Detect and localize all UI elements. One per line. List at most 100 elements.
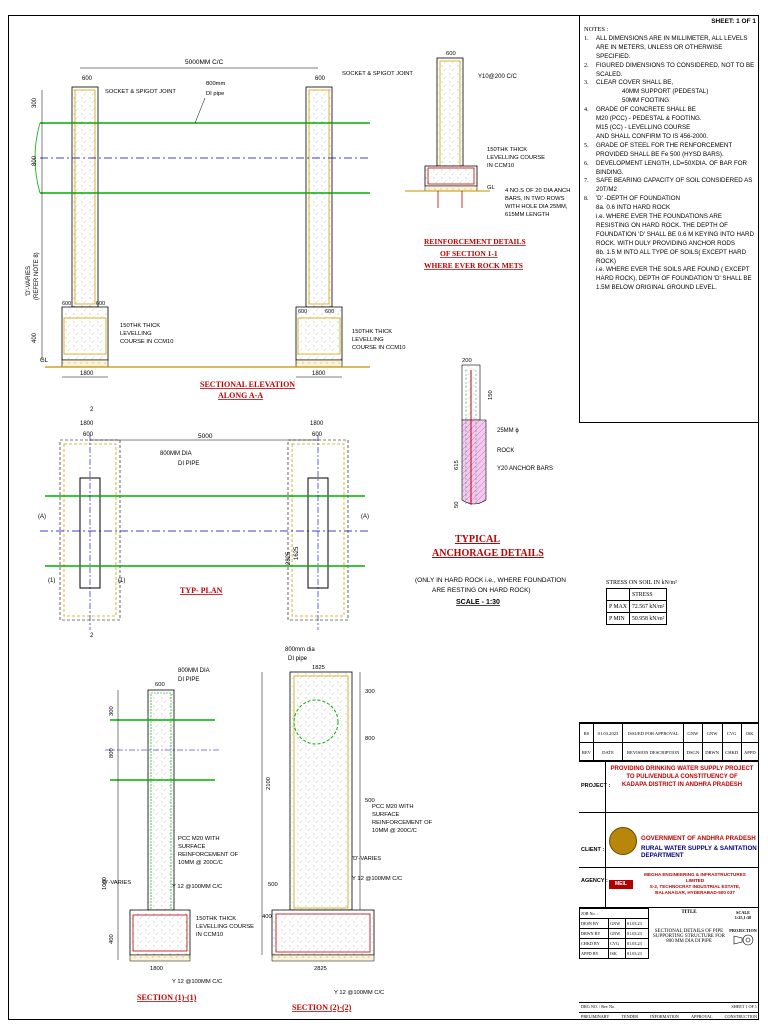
note-number	[584, 204, 596, 213]
divider	[605, 761, 606, 812]
rev-cell: REV	[579, 742, 594, 762]
rev-cell: CHKD	[721, 742, 742, 762]
note-item: 6.DEVELOPMENT LENGTH, LD=50XDIA. OF BAR …	[584, 160, 755, 178]
note-text: 8b. 1.5 M INTO ALL TYPE OF SOILS( EXCEPT…	[596, 248, 747, 265]
tb-cell: CHKD BY	[578, 938, 610, 949]
project-label: PROJECT :	[581, 783, 611, 789]
note-number	[584, 213, 596, 249]
svg-text:Y 12 @100MM C/C: Y 12 @100MM C/C	[334, 990, 384, 996]
svg-text:1625: 1625	[294, 546, 300, 560]
svg-text:1800: 1800	[150, 966, 163, 972]
note-text: FIGURED DIMENSIONS TO CONSIDERED, NOT TO…	[596, 61, 755, 78]
title-label: TITLE	[681, 910, 697, 915]
svg-text:600: 600	[83, 432, 94, 438]
typ-plan: 5000 1800 600 1800 600 800MM DIA DI PIPE…	[38, 407, 370, 639]
note-item: 7.SAFE BEARING CAPACITY OF SOIL CONSIDER…	[584, 177, 755, 195]
svg-text:1800: 1800	[80, 371, 94, 377]
svg-text:600: 600	[446, 51, 456, 57]
projection-label: PROJECTION	[729, 928, 757, 933]
agency-name: MEGHA ENGINEERING & INFRASTRUCTURES LIMI…	[637, 872, 753, 896]
note-number	[610, 97, 622, 106]
svg-text:600: 600	[298, 309, 307, 315]
svg-text:WHERE EVER ROCK METS: WHERE EVER ROCK METS	[424, 261, 523, 270]
client-name: GOVERNMENT OF ANDHRA PRADESH	[641, 835, 756, 842]
svg-text:2: 2	[90, 633, 94, 639]
note-number: 8.	[584, 195, 589, 203]
note-text: CLEAR COVER SHALL BE,	[596, 79, 674, 87]
revision-table: R0 01.03.2023 ISSUED FOR APPROVAL GNW GN…	[579, 722, 760, 762]
note-text: 'D' -DEPTH OF FOUNDATION	[596, 195, 681, 203]
project-line: KADAPA DISTRICT IN ANDHRA PRADESH	[621, 782, 743, 788]
svg-text:SECTION (2)-(2): SECTION (2)-(2)	[292, 1003, 352, 1012]
svg-text:ROCK: ROCK	[497, 448, 514, 454]
note-number: 6.	[584, 159, 589, 167]
svg-text:TYP- PLAN: TYP- PLAN	[180, 586, 223, 595]
svg-text:(1): (1)	[48, 578, 55, 584]
note-item: 4.GRADE OF CONCRETE SHALL BE	[584, 106, 755, 115]
note-text: M20 (PCC) - PEDESTAL & FOOTING.	[596, 115, 702, 123]
note-number: 4.	[584, 106, 589, 114]
note-text: ALL DIMENSIONS ARE IN MILLIMETER, ALL LE…	[596, 34, 748, 60]
rev-cell: R0	[579, 723, 594, 743]
svg-text:150THK THICK: 150THK THICK	[196, 916, 236, 922]
note-text: GRADE OF STEEL FOR THE RENFORCEMENT PROV…	[596, 141, 733, 158]
svg-text:1800: 1800	[310, 421, 324, 427]
drawing-frame	[8, 15, 759, 1020]
svg-text:COURSE IN CCM10: COURSE IN CCM10	[352, 345, 405, 351]
rev-cell: REVISION DESCRIPTION	[622, 742, 685, 762]
note-number: 7.	[584, 177, 589, 185]
svg-text:2: 2	[90, 407, 94, 413]
svg-text:150THK THICK: 150THK THICK	[120, 323, 160, 329]
svg-text:REINFORCEMENT OF: REINFORCEMENT OF	[372, 820, 433, 826]
note-text: 50MM FOOTING	[622, 97, 670, 105]
status-option: INFORMATION	[650, 1014, 679, 1019]
note-item: 50MM FOOTING	[584, 97, 755, 106]
stress-header: STRESS	[628, 588, 668, 601]
project-line: PROVIDING DRINKING WATER SUPPLY PROJECT	[610, 766, 754, 772]
svg-text:'D'-VARIES: 'D'-VARIES	[26, 266, 32, 296]
svg-text:DI pipe: DI pipe	[206, 91, 224, 97]
ap-emblem-icon	[609, 827, 637, 855]
tb-cell: GNW	[608, 928, 627, 939]
svg-text:DI PIPE: DI PIPE	[178, 677, 199, 683]
rev-cell: APPD	[740, 742, 760, 762]
note-number: 1.	[584, 34, 589, 42]
svg-text:SECTION (1)-(1): SECTION (1)-(1)	[137, 993, 197, 1002]
note-item: 3.CLEAR COVER SHALL BE,	[584, 79, 755, 88]
rev-cell: ISK	[740, 723, 760, 743]
svg-text:1000: 1000	[102, 877, 108, 890]
rev-cell: CVG	[721, 723, 742, 743]
svg-text:IN CCM10: IN CCM10	[196, 932, 223, 938]
rev-cell: GNW	[683, 723, 703, 743]
svg-text:LEVELLING COURSE: LEVELLING COURSE	[487, 155, 545, 161]
drg-no-label: DRG NO. / Rev No.	[581, 1004, 616, 1009]
svg-text:(A): (A)	[361, 514, 369, 520]
svg-text:5000MM C/C: 5000MM C/C	[185, 59, 224, 66]
svg-text:SURFACE: SURFACE	[372, 812, 400, 818]
svg-text:'D'-VARIES: 'D'-VARIES	[102, 880, 131, 886]
rev-cell: DRWN	[701, 742, 723, 762]
note-number	[584, 124, 596, 133]
title-text: SECTIONAL DETAILS OF PIPE SUPPORTING STR…	[653, 929, 725, 944]
note-item: M15 (CC) - LEVELLING COURSE	[584, 124, 755, 133]
divider	[605, 868, 606, 907]
svg-text:Y 12 @100MM C/C: Y 12 @100MM C/C	[352, 876, 402, 882]
project-title: PROVIDING DRINKING WATER SUPPLY PROJECT …	[607, 765, 757, 789]
rev-cell: DSGN	[683, 742, 703, 762]
svg-text:LEVELLING: LEVELLING	[120, 331, 152, 337]
svg-text:150THK THICK: 150THK THICK	[352, 329, 392, 335]
svg-text:150THK THICK: 150THK THICK	[487, 147, 527, 153]
rev-cell: GNW	[701, 723, 723, 743]
note-text: 40MM SUPPORT (PEDESTAL)	[622, 88, 709, 96]
note-text: i.e. WHERE EVER THE FOUNDATIONS ARE RESI…	[596, 213, 754, 247]
note-item: AND SHALL CONFIRM TO IS 456-2000.	[584, 133, 755, 142]
tb-cell: CVG	[608, 938, 627, 949]
svg-text:SOCKET & SPIGOT JOINT: SOCKET & SPIGOT JOINT	[342, 71, 413, 77]
tb-cell: DRWN BY	[578, 928, 610, 939]
tb-cell: 01.03.23	[625, 928, 649, 939]
section-2-2: 800mm dia DI pipe 1825 300 800 2100 500 …	[261, 647, 433, 1012]
svg-text:ANCHORAGE DETAILS: ANCHORAGE DETAILS	[432, 548, 544, 559]
note-item: i.e. WHERE EVER THE FOUNDATIONS ARE RESI…	[584, 213, 755, 249]
svg-text:GL: GL	[487, 185, 496, 191]
